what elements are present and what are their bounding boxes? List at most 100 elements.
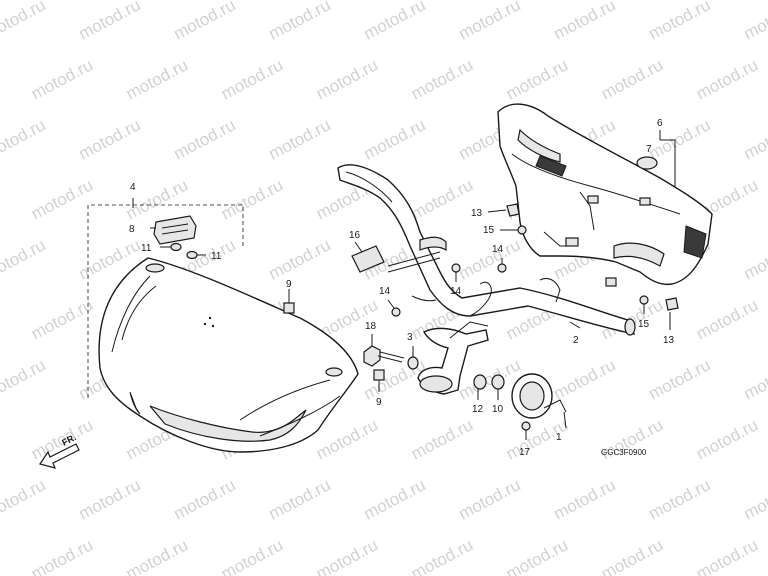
- watermark-text: motod.ru: [693, 415, 761, 463]
- watermark-text: motod.ru: [0, 295, 1, 343]
- watermark-text: motod.ru: [550, 475, 618, 523]
- watermark-text: motod.ru: [75, 475, 143, 523]
- watermark-text: motod.ru: [455, 475, 523, 523]
- callout-18: 18: [365, 321, 377, 332]
- front-cover-group: [87, 198, 359, 453]
- clip-nut-9b: [373, 369, 385, 392]
- watermark-text: motod.ru: [265, 0, 333, 44]
- watermark-text: motod.ru: [28, 535, 96, 576]
- watermark-text: motod.ru: [693, 535, 761, 576]
- screw-14c: [387, 299, 401, 317]
- watermark-text: motod.ru: [360, 115, 428, 163]
- badge: [636, 156, 658, 170]
- rubber-sleeve: [351, 241, 385, 273]
- handlebar-pipe: [337, 164, 636, 336]
- callout-labels: 1 2 3 4 6 7 8 9 9 10 11 11 12 13 13 14 1…: [129, 118, 675, 458]
- watermark-text: motod.ru: [0, 355, 49, 403]
- watermark-text: motod.ru: [740, 475, 768, 523]
- watermark-text: motod.ru: [550, 0, 618, 44]
- watermark-text: motod.ru: [645, 355, 713, 403]
- emblem-nut-1: [160, 242, 182, 252]
- watermark-text: motod.ru: [123, 535, 191, 576]
- watermark-text: motod.ru: [28, 175, 96, 223]
- watermark-text: motod.ru: [645, 0, 713, 44]
- watermark-text: motod.ru: [408, 415, 476, 463]
- watermark-text: motod.ru: [0, 175, 1, 223]
- watermark-text: motod.ru: [693, 55, 761, 103]
- watermark-text: motod.ru: [503, 55, 571, 103]
- callout-8: 8: [129, 224, 135, 235]
- watermark-text: motod.ru: [0, 55, 1, 103]
- collar-3: [407, 346, 419, 370]
- callout-1: 1: [556, 432, 562, 443]
- watermark-text: motod.ru: [123, 55, 191, 103]
- horn: [511, 373, 567, 429]
- screw-15b: [639, 295, 649, 314]
- watermark-text: motod.ru: [313, 55, 381, 103]
- bolt-18: [363, 334, 405, 367]
- watermark-text: motod.ru: [503, 535, 571, 576]
- callout-16: 16: [349, 230, 361, 241]
- watermark-text: motod.ru: [0, 115, 49, 163]
- callout-9-upper: 9: [286, 279, 292, 290]
- callout-14-left: 14: [379, 286, 391, 297]
- washer-12: [473, 374, 487, 400]
- watermark-text: motod.ru: [408, 175, 476, 223]
- watermark-text: motod.ru: [455, 235, 523, 283]
- callout-15-lower: 15: [638, 319, 650, 330]
- emblem-nut-2: [186, 250, 206, 260]
- watermark-text: motod.ru: [740, 115, 768, 163]
- watermark-text: motod.ru: [0, 475, 49, 523]
- watermark-text: motod.ru: [0, 535, 1, 576]
- callout-10: 10: [492, 404, 504, 415]
- screw-14b: [497, 258, 507, 273]
- diagram-code: GGC3F0900: [601, 448, 647, 457]
- watermark-text: motod.ru: [740, 355, 768, 403]
- watermark-text: motod.ru: [0, 415, 1, 463]
- screw-15a: [500, 225, 527, 235]
- emblem: [150, 215, 197, 245]
- watermark-text: motod.ru: [740, 0, 768, 44]
- watermark-text: motod.ru: [28, 55, 96, 103]
- watermark-text: motod.ru: [598, 55, 666, 103]
- callout-9-lower: 9: [376, 397, 382, 408]
- callout-13-lower: 13: [663, 335, 675, 346]
- watermark-text: motod.ru: [170, 0, 238, 44]
- callout-6: 6: [657, 118, 663, 129]
- handlebar-rear-cover: [497, 103, 713, 287]
- watermark-text: motod.ru: [75, 0, 143, 44]
- handlebar-front-cover: [98, 257, 359, 453]
- watermark-text: motod.ru: [408, 55, 476, 103]
- callout-13-upper: 13: [471, 208, 483, 219]
- callout-7: 7: [646, 144, 652, 155]
- callout-14-mid: 14: [450, 286, 462, 297]
- callout-11-right: 11: [211, 251, 222, 262]
- tapping-screw-13a: [487, 203, 520, 217]
- nut-10: [491, 374, 505, 400]
- watermark-text: motod.ru: [75, 115, 143, 163]
- watermark-text: motod.ru: [693, 295, 761, 343]
- watermark-text: motod.ru: [645, 115, 713, 163]
- watermark-text: motod.ru: [218, 175, 286, 223]
- callout-4: 4: [130, 182, 136, 193]
- clip-nut-9a: [283, 289, 295, 314]
- tapping-screw-13b: [665, 297, 679, 330]
- watermark-text: motod.ru: [550, 355, 618, 403]
- callout-2: 2: [573, 335, 579, 346]
- watermark-text: motod.ru: [740, 235, 768, 283]
- bolt-17: [521, 421, 531, 440]
- watermark-text: motod.ru: [265, 235, 333, 283]
- watermark-text: motod.ru: [0, 0, 49, 44]
- watermark-text: motod.ru: [170, 115, 238, 163]
- callout-15-upper: 15: [483, 225, 495, 236]
- watermark-text: motod.ru: [455, 0, 523, 44]
- screw-14a: [451, 263, 461, 282]
- rear-cover-group: [497, 103, 713, 287]
- callout-11-left: 11: [141, 243, 152, 254]
- watermark-text: motod.ru: [408, 535, 476, 576]
- watermark-text: motod.ru: [0, 235, 49, 283]
- callout-17: 17: [519, 447, 531, 458]
- watermark-text: motod.ru: [313, 535, 381, 576]
- watermark-text: motod.ru: [265, 115, 333, 163]
- watermark-text: motod.ru: [360, 0, 428, 44]
